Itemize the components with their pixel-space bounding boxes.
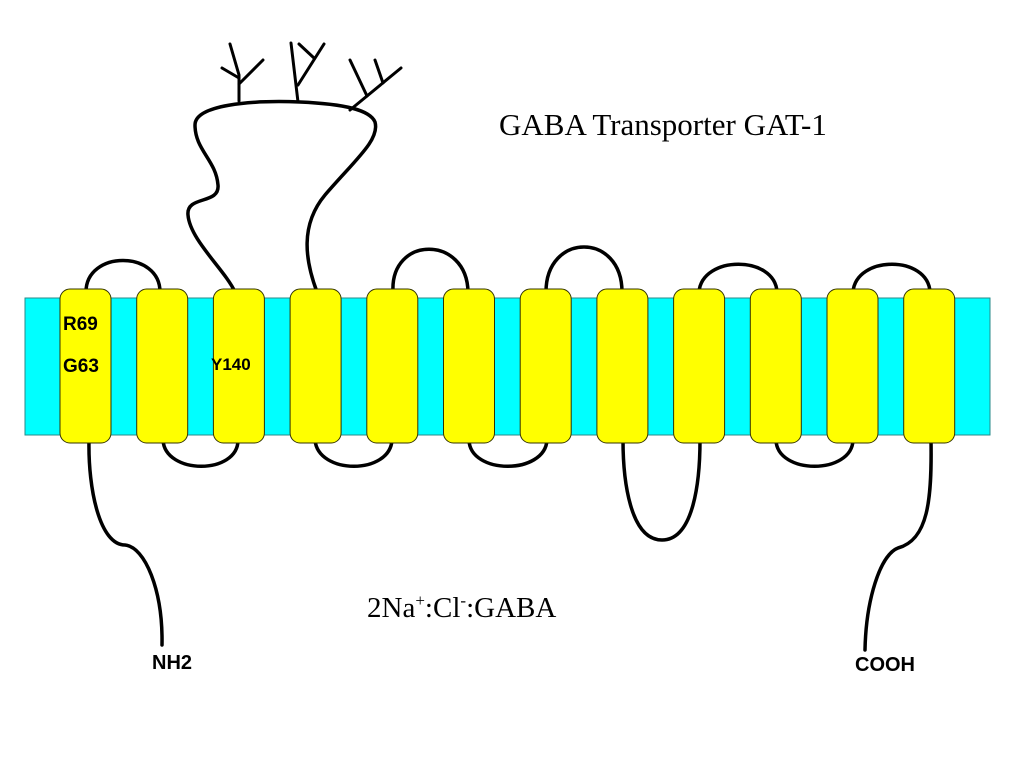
helix-tm9 [673, 288, 726, 444]
helix-tm2 [136, 288, 189, 444]
glycan-3-icon [348, 58, 403, 112]
helix-tm1 [59, 288, 112, 444]
helix-tm3 [212, 288, 265, 444]
helix-tm11 [826, 288, 879, 444]
na-charge: + [415, 591, 425, 610]
c-terminus-label: COOH [855, 654, 915, 676]
c-terminal-tail [863, 438, 933, 652]
glycan-2-icon [289, 41, 326, 104]
stoich-middle: :Cl [425, 592, 460, 624]
extracellular-loop-1 [84, 258, 162, 294]
stoichiometry-label: 2Na+:Cl-:GABA [367, 591, 556, 624]
helix-tm10 [749, 288, 802, 444]
transmembrane-helices [59, 288, 956, 444]
n-terminus-label: NH2 [152, 652, 192, 674]
helix-tm6 [443, 288, 495, 444]
intracellular-loop-3 [467, 438, 549, 468]
residue-label-g63: G63 [63, 356, 99, 377]
helix-tm5 [366, 288, 419, 444]
extracellular-loop-3 [391, 247, 470, 294]
n-terminal-tail [87, 438, 164, 647]
extracellular-loop-5 [697, 262, 779, 294]
intracellular-loop-5 [774, 438, 855, 468]
helix-tm4 [289, 288, 342, 444]
helix-tm7 [519, 288, 572, 444]
stoich-suffix: :GABA [466, 592, 556, 624]
intracellular-loop-1 [161, 438, 240, 468]
extracellular-loop-6 [851, 262, 932, 294]
extracellular-loop-2-glycosylated [186, 99, 378, 294]
helix-tm12 [903, 288, 956, 444]
intracellular-loop-2 [313, 438, 394, 468]
cl-charge: - [460, 591, 466, 610]
extracellular-loop-4 [544, 245, 624, 294]
glycosylation-trees [220, 41, 403, 112]
glycan-1-icon [220, 42, 265, 103]
diagram-title: GABA Transporter GAT-1 [499, 107, 827, 142]
intracellular-loop-4-long [621, 438, 702, 542]
helix-tm8 [596, 288, 649, 444]
residue-label-y140: Y140 [211, 355, 251, 374]
residue-label-r69: R69 [63, 314, 98, 335]
stoich-prefix: 2Na [367, 592, 415, 624]
